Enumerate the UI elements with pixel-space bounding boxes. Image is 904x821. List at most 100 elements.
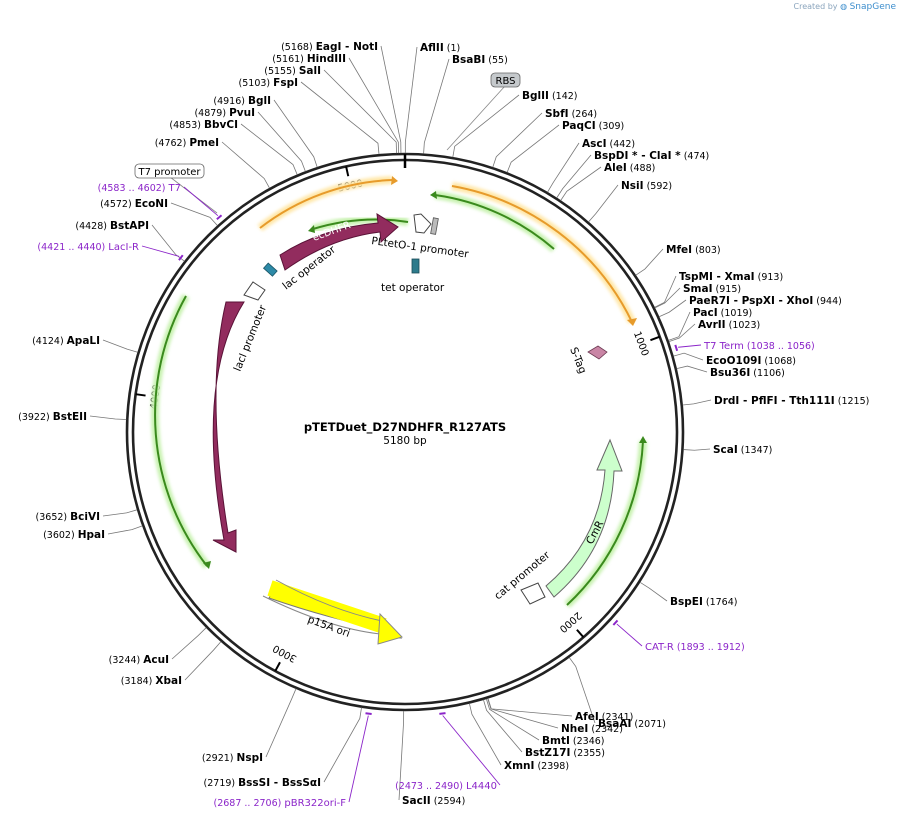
enzyme-leader-line xyxy=(658,299,687,318)
enzyme-site[interactable]: NsiI (592) xyxy=(588,180,673,223)
enzyme-site[interactable]: SbfI (264) xyxy=(492,108,597,168)
primer-mark xyxy=(216,214,223,221)
enzyme-label: BmtI (2346) xyxy=(542,735,604,747)
enzyme-label: PaeR7I - PspXI - XhoI (944) xyxy=(689,295,842,307)
enzyme-site[interactable]: XmnI (2398) xyxy=(469,703,569,772)
enzyme-leader-line xyxy=(265,688,297,758)
enzyme-site[interactable]: (5161) HindIII xyxy=(272,53,399,154)
enzyme-site[interactable]: (4879) PvuI xyxy=(194,107,306,172)
enzyme-site[interactable]: AflII (1) xyxy=(404,42,460,154)
enzyme-label: PacI (1019) xyxy=(693,307,752,319)
tick-label: 2000 xyxy=(557,609,583,634)
primer-mark xyxy=(439,712,446,715)
enzyme-label: AfeI (2341) xyxy=(575,711,633,723)
primer-site[interactable]: (4421 .. 4440) LacI-R xyxy=(37,242,184,261)
rbs-label: RBS xyxy=(446,72,521,151)
enzyme-site[interactable]: AvrII (1023) xyxy=(668,319,760,342)
outer-arcs xyxy=(151,176,647,608)
enzyme-site[interactable]: PaqCI (309) xyxy=(506,120,624,173)
enzyme-site[interactable]: (4762) PmeI xyxy=(155,137,270,189)
enzyme-site[interactable]: (5155) SalI xyxy=(264,65,397,154)
enzyme-label: AscI (442) xyxy=(582,138,635,150)
enzyme-leader-line xyxy=(673,352,704,361)
enzyme-site[interactable]: BmtI (2346) xyxy=(485,698,604,747)
feature-label: lacI xyxy=(195,410,209,429)
enzyme-site[interactable]: (4916) BglI xyxy=(213,95,318,168)
enzyme-site[interactable]: TspMI - XmaI (913) xyxy=(654,271,784,308)
enzyme-site[interactable]: AfeI (2341) xyxy=(487,698,633,723)
enzyme-site[interactable]: EcoO109I (1068) xyxy=(673,352,796,367)
feature-pltet-promoter-arrow[interactable] xyxy=(413,213,432,234)
enzyme-label: BspEI (1764) xyxy=(670,596,737,608)
feature-cmr-arrow[interactable] xyxy=(545,438,623,598)
feature-lac-operator[interactable] xyxy=(262,262,278,277)
feature-tet-operator[interactable] xyxy=(411,258,420,274)
enzyme-label: SbfI (264) xyxy=(545,108,597,120)
enzyme-site[interactable]: BstZ17I (2355) xyxy=(483,699,605,759)
enzyme-label: (4428) BstAPI xyxy=(75,220,149,232)
enzyme-site[interactable]: NheI (2342) xyxy=(487,698,623,735)
enzyme-site[interactable]: (3184) XbaI xyxy=(121,641,222,687)
enzyme-site[interactable]: (5103) FspI xyxy=(239,77,380,155)
enzyme-leader-line xyxy=(404,46,418,154)
enzyme-site[interactable]: ScaI (1347) xyxy=(683,444,772,456)
enzyme-leader-line xyxy=(102,339,138,353)
enzyme-label: XmnI (2398) xyxy=(504,760,569,772)
enzyme-site[interactable]: Bsu36I (1106) xyxy=(676,365,785,379)
enzyme-label: (5103) FspI xyxy=(239,77,298,89)
enzyme-site[interactable]: (5168) EagI - NotI xyxy=(281,41,402,154)
enzyme-leader-line xyxy=(568,657,596,724)
enzyme-site[interactable]: SacII (2594) xyxy=(398,710,465,807)
feature-cat-promoter-arrow[interactable] xyxy=(520,582,546,605)
primer-site[interactable]: (4583 .. 4602) T7 xyxy=(98,183,223,221)
enzyme-leader-line xyxy=(452,94,520,158)
enzyme-label: BsaAI (2071) xyxy=(598,718,666,730)
primer-leader-line xyxy=(442,715,501,786)
enzyme-leader-line xyxy=(682,399,712,406)
enzyme-leader-line xyxy=(170,202,218,226)
primer-leader-line xyxy=(616,623,643,647)
enzyme-site[interactable]: (2921) NspI xyxy=(202,688,297,764)
enzyme-site[interactable]: (2719) BssSI - BssSαI xyxy=(204,707,362,789)
enzyme-site[interactable]: PaeR7I - PspXI - XhoI (944) xyxy=(658,295,842,318)
enzyme-site[interactable]: (3922) BstEII xyxy=(18,411,127,423)
enzyme-site[interactable]: BsaBI (55) xyxy=(423,54,508,154)
primer-site[interactable]: T7 Term (1038 .. 1056) xyxy=(674,341,815,352)
enzyme-site[interactable]: MfeI (803) xyxy=(635,244,721,276)
enzyme-leader-line xyxy=(221,141,270,189)
enzyme-label: Bsu36I (1106) xyxy=(710,367,785,379)
enzyme-site[interactable]: PacI (1019) xyxy=(668,307,753,341)
enzyme-label: SacII (2594) xyxy=(402,795,465,807)
enzyme-site[interactable]: (4853) BbvCI xyxy=(169,119,298,175)
enzyme-site[interactable]: (3652) BciVI xyxy=(36,509,138,523)
enzyme-site[interactable]: AscI (442) xyxy=(547,138,636,193)
enzyme-site[interactable]: BglII (142) xyxy=(452,90,578,158)
feature-label: S-Tag xyxy=(567,346,588,376)
primer-site[interactable]: (2687 .. 2706) pBR322ori-F xyxy=(214,712,372,809)
enzyme-site[interactable]: BspDI * - ClaI * (474) xyxy=(556,150,710,199)
svg-text:T7 promoter: T7 promoter xyxy=(137,167,201,178)
enzyme-site[interactable]: (4572) EcoNI xyxy=(100,198,218,226)
feature-laci-arrow[interactable] xyxy=(212,301,245,553)
enzyme-site[interactable]: (3244) AcuI xyxy=(109,627,207,666)
snapgene-credit: Created by ◍ SnapGene xyxy=(794,2,897,12)
feature-s-tag[interactable] xyxy=(587,345,608,360)
enzyme-site[interactable]: BspEI (1764) xyxy=(639,581,737,608)
enzyme-leader-line xyxy=(323,69,397,154)
enzyme-label: AflII (1) xyxy=(420,42,460,54)
enzyme-site[interactable]: SmaI (915) xyxy=(654,283,741,309)
primer-site[interactable]: (2473 .. 2490) L4440 xyxy=(395,712,501,792)
primer-label: (4421 .. 4440) LacI-R xyxy=(37,242,139,253)
feature-ecdhfr-arrow[interactable] xyxy=(279,213,399,271)
enzyme-site[interactable]: (4124) ApaLI xyxy=(32,335,138,353)
feature-laci-promoter-arrow[interactable] xyxy=(243,281,266,301)
enzyme-site[interactable]: DrdI - PflFI - Tth111I (1215) xyxy=(682,395,870,407)
enzyme-site[interactable]: (4428) BstAPI xyxy=(75,220,185,262)
enzyme-site[interactable]: BsaAI (2071) xyxy=(568,657,666,730)
enzyme-site[interactable]: AleI (488) xyxy=(560,162,656,201)
enzyme-site[interactable]: (3602) HpaI xyxy=(43,525,143,541)
primer-site[interactable]: CAT-R (1893 .. 1912) xyxy=(612,619,745,653)
enzyme-leader-line xyxy=(151,224,185,262)
enzyme-label: (4572) EcoNI xyxy=(100,198,168,210)
